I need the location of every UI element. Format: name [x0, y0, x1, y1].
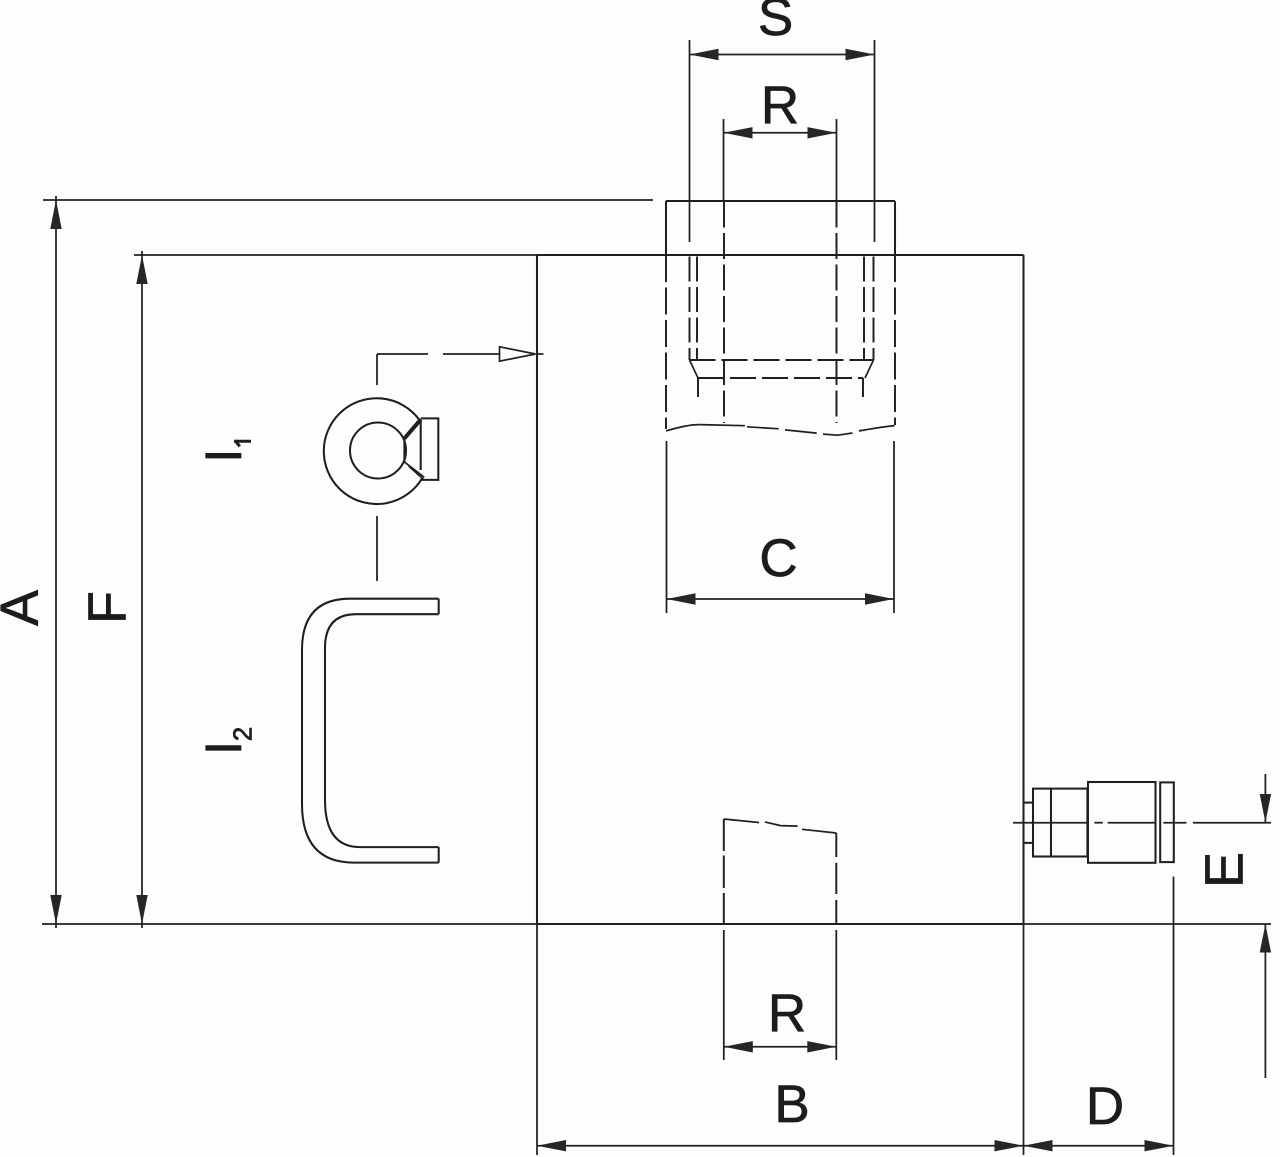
svg-text:F: F — [78, 591, 138, 624]
svg-text:R: R — [768, 984, 806, 1043]
svg-text:R: R — [761, 76, 799, 135]
svg-text:S: S — [758, 0, 793, 47]
svg-text:E: E — [1195, 852, 1255, 888]
svg-text:A: A — [0, 590, 50, 626]
svg-text:2: 2 — [228, 727, 258, 741]
svg-text:I: I — [195, 741, 252, 755]
svg-text:B: B — [774, 1075, 809, 1134]
svg-text:D: D — [1086, 1077, 1124, 1136]
svg-text:C: C — [759, 529, 797, 588]
svg-text:I: I — [195, 449, 252, 463]
